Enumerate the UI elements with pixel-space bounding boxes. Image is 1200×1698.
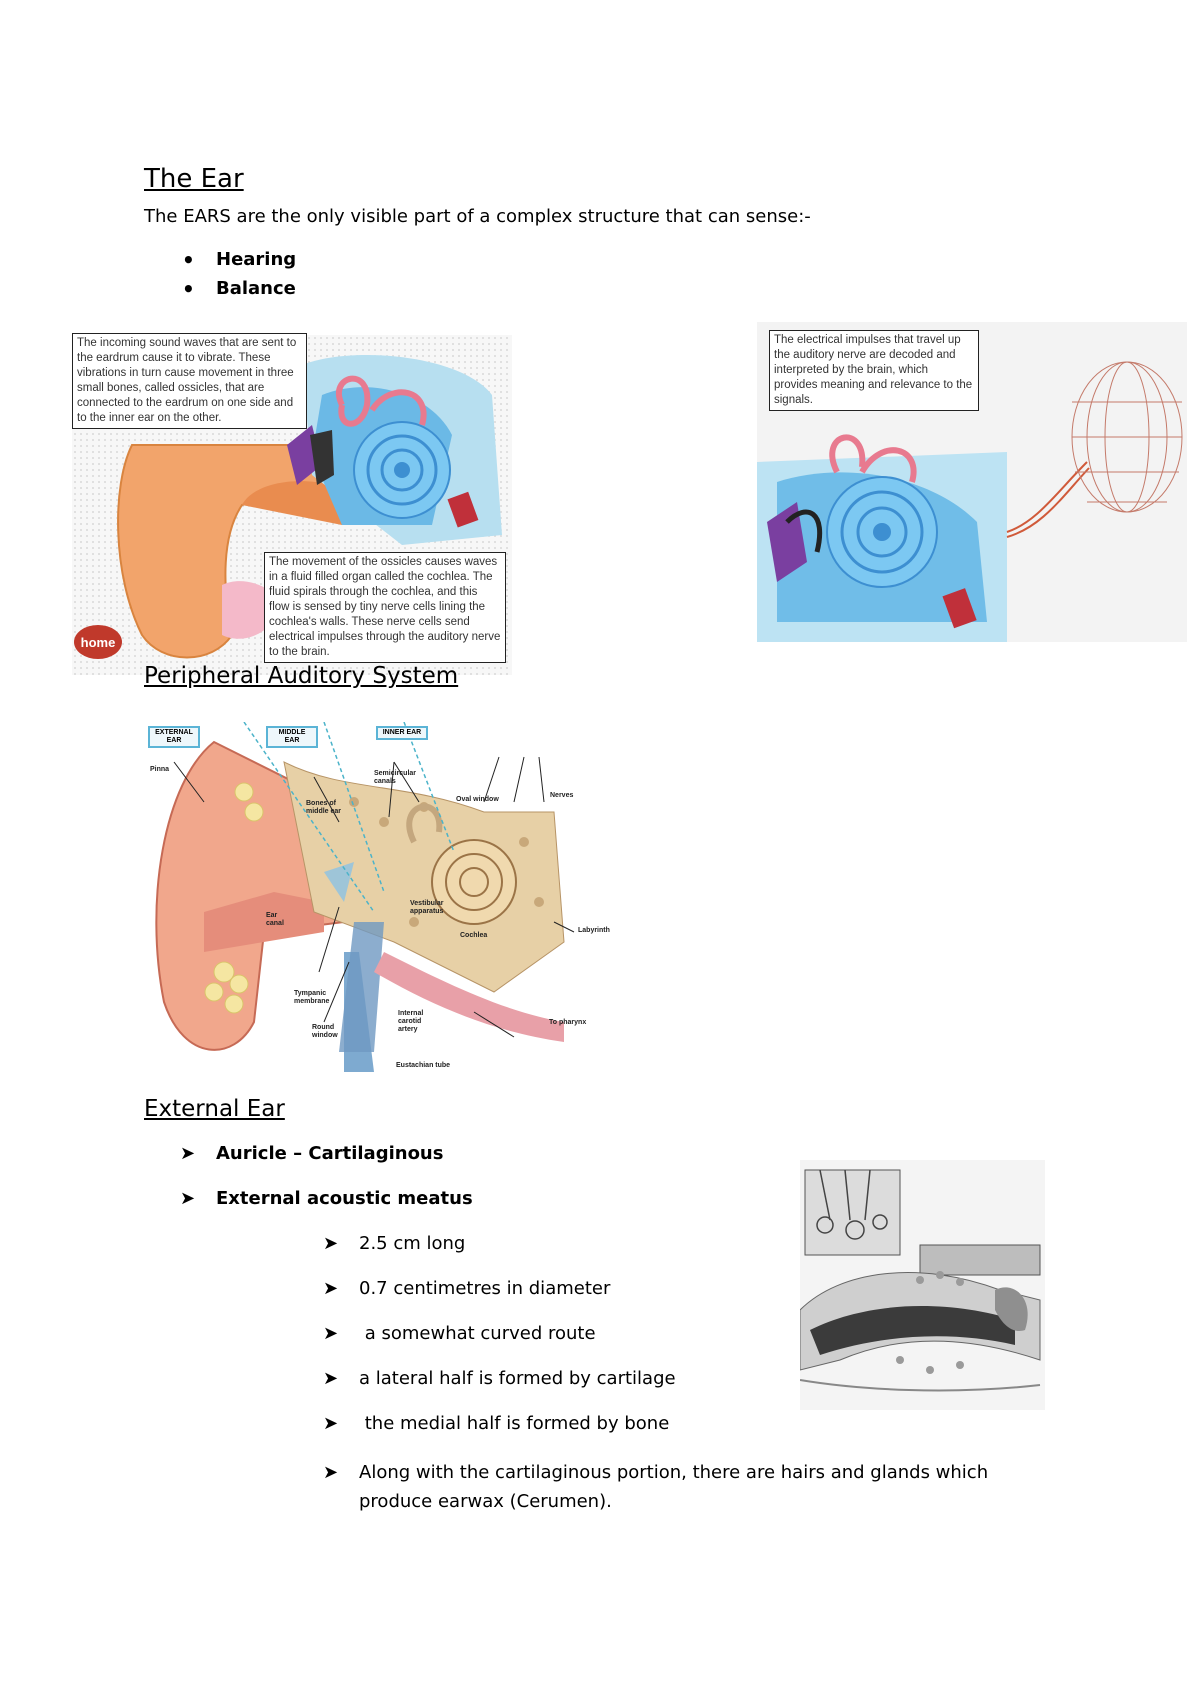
label-nerves: Nerves (550, 792, 574, 799)
arrow-bullet-icon: ➤ (180, 1188, 196, 1209)
label-tympanic: Tympanic membrane (294, 990, 330, 1005)
tag-external-ear: EXTERNAL EAR (148, 726, 200, 748)
figure1-top-caption: The incoming sound waves that are sent t… (72, 333, 307, 429)
senses-list: Hearing Balance (180, 248, 296, 307)
meatus-cross-section-drawing (800, 1169, 1041, 1392)
arrow-bullet-icon: ➤ (323, 1413, 339, 1434)
tag-middle-ear: MIDDLE EAR (266, 726, 318, 748)
section-heading-external: External Ear (144, 1096, 285, 1122)
figure2-caption: The electrical impulses that travel up t… (769, 330, 979, 411)
meatus-cross-section-illustration (800, 1160, 1045, 1410)
arrow-bullet-icon: ➤ (323, 1278, 339, 1299)
label-round-window: Round window (312, 1024, 338, 1039)
ear-mechanism-illustration: The incoming sound waves that are sent t… (72, 333, 512, 675)
label-carotid: Internal carotid artery (398, 1010, 424, 1033)
meatus-item: ➤ a somewhat curved route (323, 1323, 596, 1344)
external-item: ➤ Auricle – Cartilaginous (180, 1143, 444, 1164)
label-cochlea: Cochlea (460, 932, 488, 939)
meatus-item: ➤ the medial half is formed by bone (323, 1413, 670, 1434)
arrow-bullet-icon: ➤ (323, 1462, 339, 1483)
intro-text: The EARS are the only visible part of a … (144, 206, 811, 227)
external-item: ➤ External acoustic meatus (180, 1188, 473, 1209)
brain-signal-drawing (757, 361, 1183, 642)
section-heading-peripheral: Peripheral Auditory System (144, 663, 459, 689)
label-eustachian: Eustachian tube (396, 1062, 451, 1069)
sense-item: Hearing (180, 248, 296, 278)
home-button[interactable]: home (74, 625, 122, 659)
arrow-bullet-icon: ➤ (323, 1323, 339, 1344)
meatus-item: ➤ 0.7 centimetres in diameter (323, 1278, 611, 1299)
label-oval-window: Oval window (456, 796, 499, 803)
label-vestibular: Vestibular apparatus (410, 900, 444, 915)
label-pharynx: To pharynx (549, 1019, 587, 1026)
arrow-bullet-icon: ➤ (323, 1368, 339, 1389)
label-pinna: Pinna (150, 766, 170, 773)
label-labyrinth: Labyrinth (578, 927, 610, 934)
figure1-bottom-caption: The movement of the ossicles causes wave… (264, 552, 506, 663)
meatus-item: ➤ Along with the cartilaginous portion, … (323, 1458, 1003, 1516)
label-bones: Bones of middle ear (306, 800, 342, 815)
sense-item: Balance (180, 277, 296, 307)
peripheral-auditory-drawing (155, 722, 575, 1072)
peripheral-auditory-diagram: EXTERNAL EAR MIDDLE EAR INNER EAR Pinna … (144, 722, 619, 1077)
meatus-item: ➤ a lateral half is formed by cartilage (323, 1368, 676, 1389)
label-ear-canal: Ear canal (266, 912, 284, 927)
arrow-bullet-icon: ➤ (180, 1143, 196, 1164)
meatus-item: ➤ 2.5 cm long (323, 1233, 466, 1254)
brain-signal-illustration: The electrical impulses that travel up t… (757, 322, 1187, 642)
page-title: The Ear (144, 164, 244, 195)
tag-inner-ear: INNER EAR (376, 726, 428, 740)
arrow-bullet-icon: ➤ (323, 1233, 339, 1254)
label-semicircular: Semicircular canals (374, 770, 417, 785)
